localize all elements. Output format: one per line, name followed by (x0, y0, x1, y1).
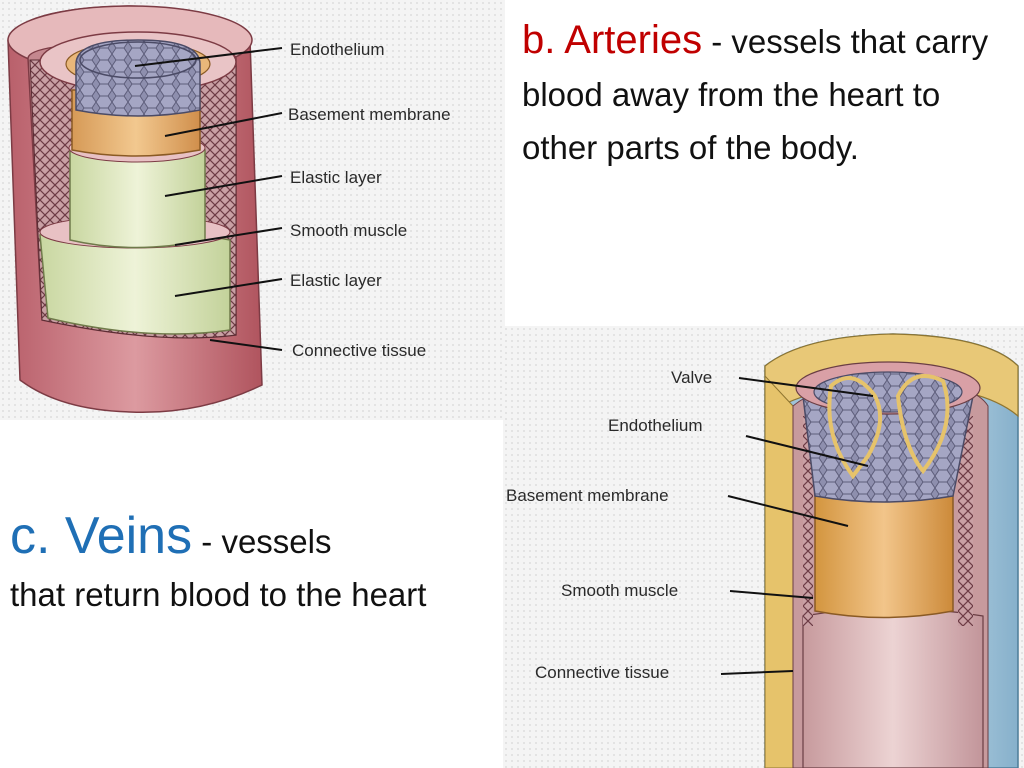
vein-label-connective-tissue: Connective tissue (535, 663, 669, 682)
vein-label-basement-membrane: Basement membrane (506, 486, 669, 505)
artery-label-endothelium: Endothelium (290, 40, 385, 59)
artery-label-connective-tissue: Connective tissue (292, 341, 426, 360)
vein-description: c. Veins - vessels that return blood to … (10, 510, 480, 621)
artery-diagram: Endothelium Basement membrane Elastic la… (0, 0, 505, 420)
artery-label-elastic-layer-inner: Elastic layer (290, 168, 382, 187)
artery-heading: b. Arteries (522, 18, 703, 62)
vein-desc-first: - vessels (201, 523, 332, 560)
artery-description: b. Arteries - vessels that carry blood a… (522, 14, 992, 174)
vein-valve (827, 376, 883, 480)
vein-diagram: Valve Endothelium Basement membrane Smoo… (503, 326, 1024, 768)
vein-label-endothelium: Endothelium (608, 416, 703, 435)
artery-desc-rest: that carry blood away from the heart to … (522, 23, 989, 166)
vein-heading: c. Veins (10, 507, 193, 565)
artery-desc-first: - vessels (711, 23, 842, 60)
vein-desc-rest: that return blood to the heart (10, 576, 427, 613)
vein-label-valve: Valve (671, 368, 712, 387)
artery-label-smooth-muscle: Smooth muscle (290, 221, 407, 240)
vein-smooth-muscle (802, 607, 984, 768)
artery-label-elastic-layer-outer: Elastic layer (290, 271, 382, 290)
artery-label-basement-membrane: Basement membrane (288, 105, 451, 124)
vein-label-smooth-muscle: Smooth muscle (561, 581, 678, 600)
